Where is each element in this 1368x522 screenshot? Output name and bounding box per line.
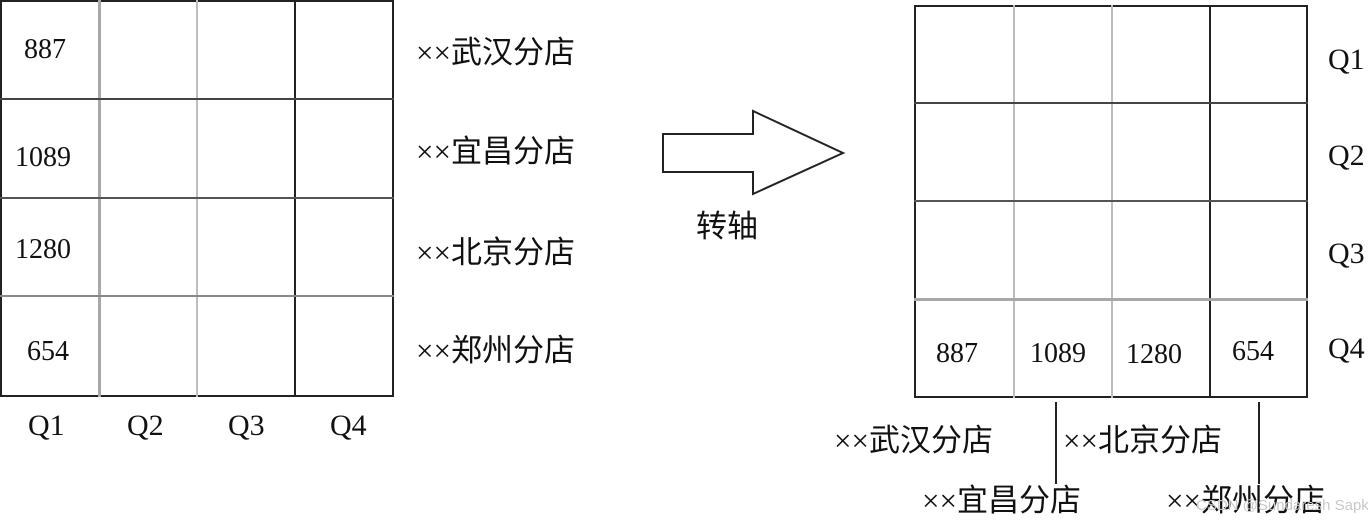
right-store-yichang: ××宜昌分店 xyxy=(922,483,1081,518)
left-grid-hline-2 xyxy=(0,197,394,199)
left-value-zhengzhou: 654 xyxy=(27,336,69,367)
right-quarter-q4: Q4 xyxy=(1328,332,1365,365)
left-quarter-q2: Q2 xyxy=(127,409,164,442)
left-value-wuhan: 887 xyxy=(24,34,66,65)
transform-arrow-icon xyxy=(662,109,846,196)
right-grid-hline-2 xyxy=(914,200,1308,202)
right-quarter-q2: Q2 xyxy=(1328,139,1365,172)
left-quarter-q4: Q4 xyxy=(330,409,367,442)
right-value-zhengzhou: 654 xyxy=(1232,336,1274,367)
watermark: CSDN @Sundaresh Sapkota xyxy=(1196,497,1368,514)
right-value-beijing: 1280 xyxy=(1126,339,1182,370)
right-divider-2 xyxy=(1258,402,1260,484)
right-quarter-q3: Q3 xyxy=(1328,237,1365,270)
right-value-wuhan: 887 xyxy=(936,338,978,369)
right-value-yichang: 1089 xyxy=(1030,338,1086,369)
left-value-beijing: 1280 xyxy=(15,234,71,265)
right-grid-hline-1 xyxy=(914,102,1308,104)
left-store-zhengzhou: ××郑州分店 xyxy=(416,333,575,368)
right-store-zhengzhou: ××郑州分店 xyxy=(1166,483,1325,518)
right-quarter-q1: Q1 xyxy=(1328,43,1365,76)
right-store-wuhan: ××武汉分店 xyxy=(834,423,993,458)
left-store-yichang: ××宜昌分店 xyxy=(416,134,575,169)
right-divider-1 xyxy=(1055,402,1057,484)
left-grid-hline-3 xyxy=(0,295,394,297)
left-quarter-q3: Q3 xyxy=(228,409,265,442)
left-store-wuhan: ××武汉分店 xyxy=(416,35,575,70)
left-store-beijing: ××北京分店 xyxy=(416,235,575,270)
transform-label: 转轴 xyxy=(696,209,758,244)
right-grid-hline-3 xyxy=(914,298,1308,301)
left-value-yichang: 1089 xyxy=(15,142,71,173)
left-grid-hline-1 xyxy=(0,98,394,100)
left-quarter-q1: Q1 xyxy=(28,409,65,442)
right-store-beijing: ××北京分店 xyxy=(1063,423,1222,458)
